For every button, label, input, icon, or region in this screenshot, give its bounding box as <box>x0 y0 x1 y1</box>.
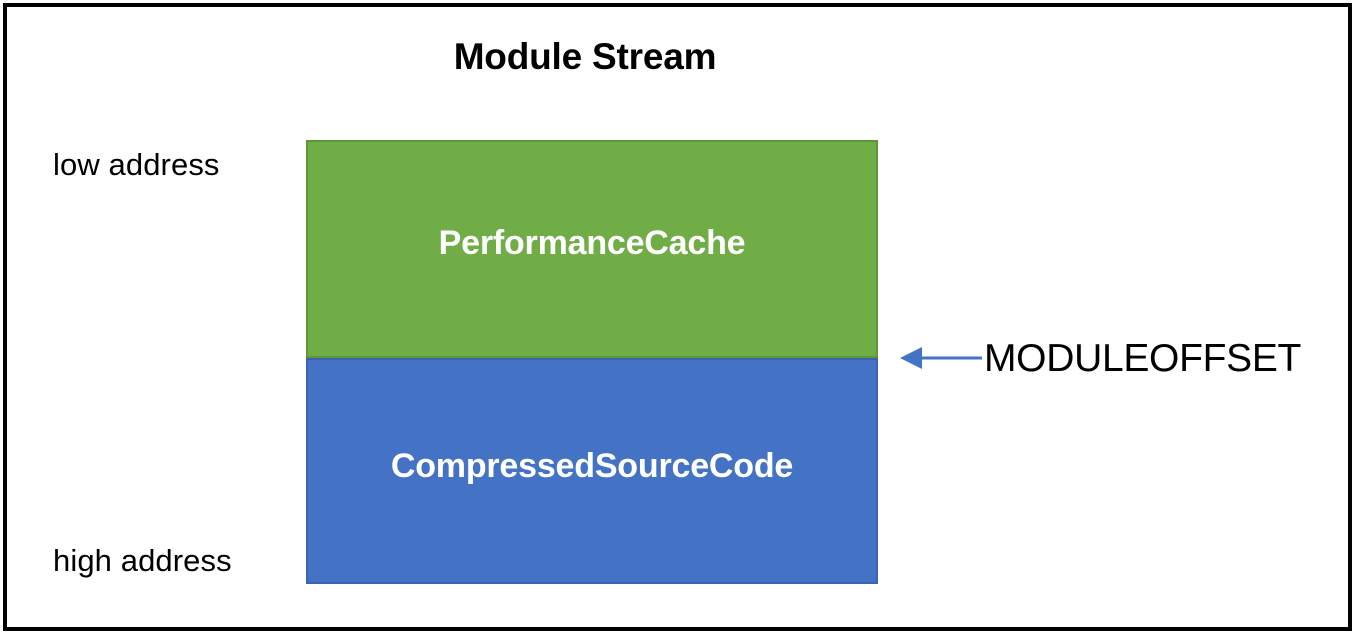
block-performance-cache: PerformanceCache <box>306 140 878 358</box>
moduleoffset-callout-label: MODULEOFFSET <box>984 337 1302 380</box>
arrow-left-icon <box>900 347 982 369</box>
block-compressed-source-code-label: CompressedSourceCode <box>390 446 794 485</box>
high-address-label: high address <box>53 543 232 578</box>
block-performance-cache-label: PerformanceCache <box>438 223 746 262</box>
block-compressed-source-code: CompressedSourceCode <box>306 358 878 584</box>
diagram-title: Module Stream <box>453 36 717 77</box>
low-address-label: low address <box>53 147 220 182</box>
